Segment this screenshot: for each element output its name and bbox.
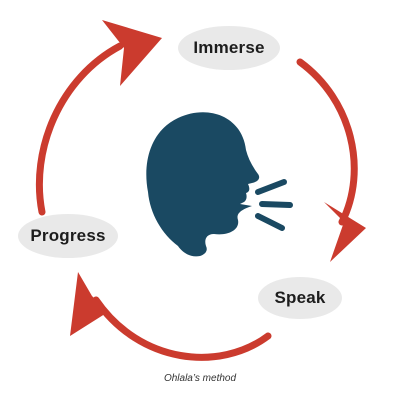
step-progress: Progress	[18, 214, 118, 258]
diagram-caption: Ohlala’s method	[163, 373, 237, 384]
cycle-arrow-icon	[296, 58, 366, 262]
cycle-arrow-icon	[35, 20, 162, 216]
speaking-head-icon	[146, 112, 293, 257]
step-immerse: Immerse	[178, 26, 280, 70]
step-speak-label: Speak	[274, 288, 326, 307]
step-speak: Speak	[258, 277, 342, 319]
step-progress-label: Progress	[30, 226, 106, 245]
cycle-arrow-icon	[70, 272, 272, 361]
step-immerse-label: Immerse	[193, 38, 265, 57]
